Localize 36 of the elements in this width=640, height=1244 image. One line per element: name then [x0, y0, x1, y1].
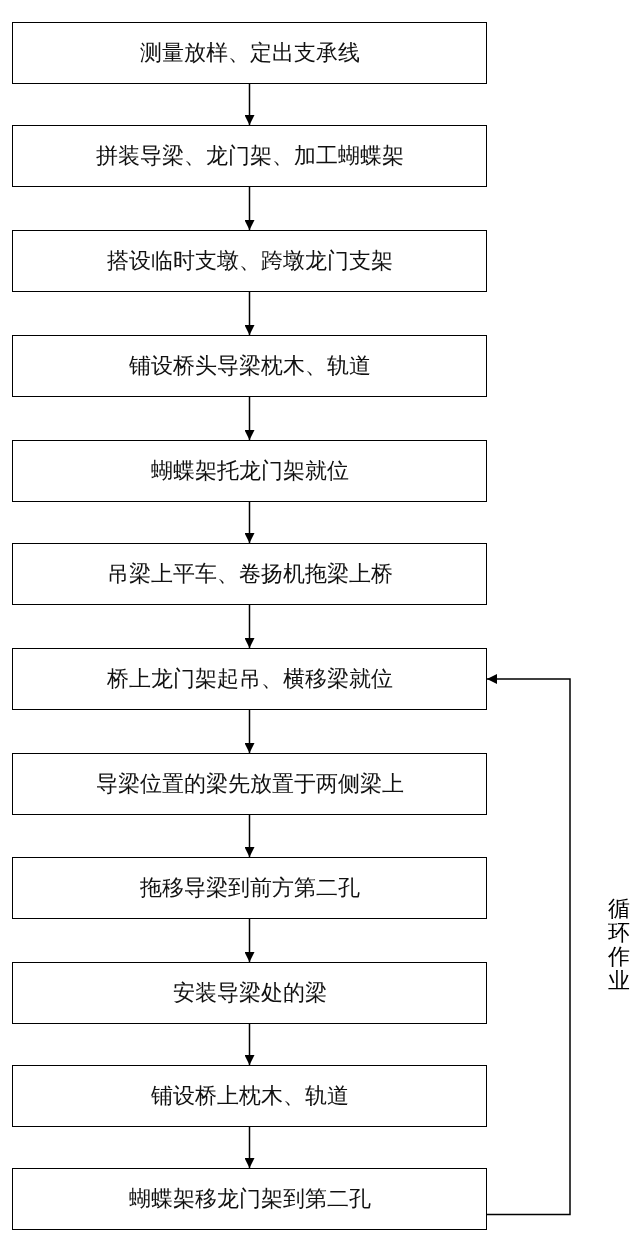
process-box — [12, 857, 487, 919]
arrow — [486, 674, 571, 1216]
arrow — [244, 604, 255, 649]
step-text: 蝴蝶架移龙门架到第二孔 — [128, 1185, 371, 1213]
step-text: 铺设桥上枕木、轨道 — [150, 1082, 349, 1110]
arrow — [244, 291, 255, 336]
arrow — [244, 501, 255, 544]
step-text: 桥上龙门架起吊、横移梁就位 — [106, 665, 393, 693]
arrow — [244, 918, 255, 963]
step-text: 导梁位置的梁先放置于两侧梁上 — [95, 770, 404, 798]
process-box — [12, 440, 487, 502]
step-text: 蝴蝶架托龙门架就位 — [150, 457, 349, 485]
step-text: 拼装导梁、龙门架、加工蝴蝶架 — [95, 142, 404, 170]
arrow — [244, 186, 255, 231]
process-box — [12, 962, 487, 1024]
step-text: 拖移导梁到前方第二孔 — [139, 874, 360, 902]
step-text: 铺设桥头导梁枕木、轨道 — [128, 352, 371, 380]
step-text: 测量放样、定出支承线 — [139, 39, 360, 67]
process-box — [12, 543, 487, 605]
step-text: 安装导梁处的梁 — [172, 979, 327, 1007]
process-box — [12, 230, 487, 292]
process-box — [12, 753, 487, 815]
arrow — [244, 709, 255, 754]
step-text: 吊梁上平车、卷扬机拖梁上桥 — [106, 560, 393, 588]
process-box — [12, 1065, 487, 1127]
arrow — [244, 396, 255, 441]
arrow — [244, 83, 255, 126]
process-box — [12, 125, 487, 187]
process-box — [12, 22, 487, 84]
process-box — [12, 648, 487, 710]
step-text: 搭设临时支墩、跨墩龙门支架 — [106, 247, 393, 275]
process-box — [12, 1168, 487, 1230]
process-box — [12, 335, 487, 397]
arrow — [244, 1126, 255, 1169]
arrow — [244, 814, 255, 858]
arrow — [244, 1023, 255, 1066]
